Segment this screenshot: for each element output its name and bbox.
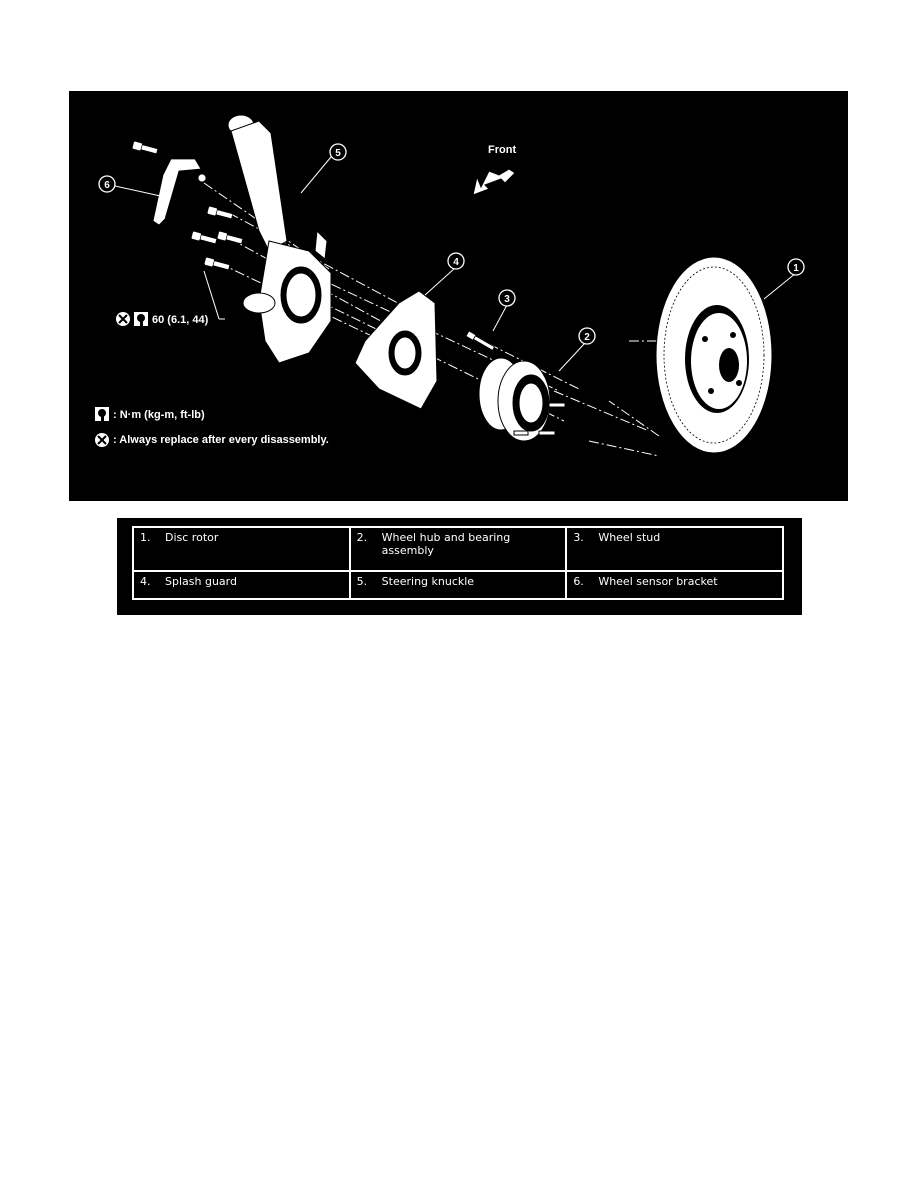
steering-knuckle-shape xyxy=(227,114,332,364)
svg-text:1: 1 xyxy=(793,263,799,274)
legend-item: 4.Splash guard xyxy=(132,570,351,600)
wheel-hub-shape xyxy=(478,357,566,442)
exploded-diagram: Front xyxy=(69,91,848,501)
wheel-stud-shape xyxy=(465,330,496,351)
svg-text:3: 3 xyxy=(504,294,510,305)
front-direction-label: Front xyxy=(488,144,516,156)
legend-item: 1.Disc rotor xyxy=(132,525,351,573)
svg-text:4: 4 xyxy=(453,257,459,268)
parts-legend-table: 1.Disc rotor 2.Wheel hub and bearing ass… xyxy=(132,525,784,600)
always-replace-icon xyxy=(116,312,130,326)
svg-text:: N·m (kg-m, ft-lb): : N·m (kg-m, ft-lb) xyxy=(113,409,205,421)
torque-spec: 60 (6.1, 44) xyxy=(116,312,209,326)
bolt-icons xyxy=(131,141,244,271)
parts-legend: 1.Disc rotor 2.Wheel hub and bearing ass… xyxy=(117,518,802,615)
svg-text:60 (6.1, 44): 60 (6.1, 44) xyxy=(152,314,209,326)
front-arrow-icon xyxy=(472,168,516,196)
callout-1: 1 xyxy=(763,258,805,300)
legend-item: 2.Wheel hub and bearing assembly xyxy=(348,525,568,573)
svg-text:2: 2 xyxy=(584,332,590,343)
callout-4: 4 xyxy=(424,252,465,296)
svg-text:5: 5 xyxy=(335,148,341,159)
note-torque-units: : N·m (kg-m, ft-lb) xyxy=(95,407,205,421)
legend-item: 6.Wheel sensor bracket xyxy=(565,570,784,600)
note-always-replace: : Always replace after every disassembly… xyxy=(95,433,329,447)
wheel-sensor-bracket-shape xyxy=(152,158,207,226)
splash-guard-shape xyxy=(354,290,438,410)
disc-rotor-shape xyxy=(655,256,773,454)
torque-wrench-icon xyxy=(134,312,148,326)
callout-2: 2 xyxy=(558,327,596,372)
svg-text:: Always replace after every d: : Always replace after every disassembly… xyxy=(113,434,329,446)
table-row: 4.Splash guard 5.Steering knuckle 6.Whee… xyxy=(132,570,784,600)
legend-item: 3.Wheel stud xyxy=(565,525,784,573)
table-row: 1.Disc rotor 2.Wheel hub and bearing ass… xyxy=(132,525,784,573)
callout-5: 5 xyxy=(300,143,347,194)
svg-text:6: 6 xyxy=(104,180,110,191)
callout-6: 6 xyxy=(98,175,166,198)
always-replace-icon xyxy=(95,433,109,447)
callout-3: 3 xyxy=(492,289,516,332)
legend-item: 5.Steering knuckle xyxy=(348,570,568,600)
